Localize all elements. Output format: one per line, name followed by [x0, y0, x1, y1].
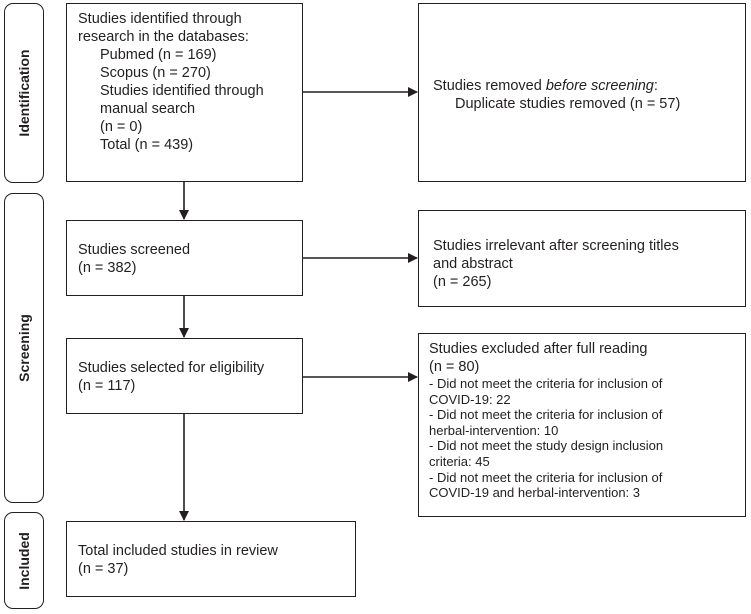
identified-studies-box: Studies identified through research in t… [66, 3, 303, 182]
irrelevant-studies-box: Studies irrelevant after screening title… [418, 210, 746, 307]
phase-included: Included [4, 512, 44, 609]
phase-screening: Screening [4, 193, 44, 503]
screened-count: (n = 382) [78, 260, 137, 276]
removed-heading-suffix: : [653, 78, 658, 94]
exclusion-reason-line: COVID-19 and herbal-intervention: 3 [429, 485, 641, 501]
screened-label: Studies screened [78, 242, 191, 258]
pubmed-count: Pubmed (n = 169) [100, 47, 217, 63]
removed-heading-italic: before screening [545, 78, 654, 94]
exclusion-reason-line: - Did not meet the study design inclusio… [429, 438, 664, 454]
removed-heading: Studies removed before screening: [433, 77, 745, 95]
exclusion-reason-line: - Did not meet the criteria for inclusio… [429, 376, 663, 391]
exclusion-reason-line: herbal-intervention: 10 [429, 422, 559, 438]
irrelevant-line2: and abstract [433, 256, 513, 272]
included-studies-box: Total included studies in review (n = 37… [66, 521, 356, 597]
eligibility-count: (n = 117) [78, 378, 136, 394]
eligibility-studies-box: Studies selected for eligibility (n = 11… [66, 338, 303, 414]
screened-studies-box: Studies screened (n = 382) [66, 220, 303, 296]
removed-studies-box: Studies removed before screening: Duplic… [418, 3, 746, 182]
included-count: (n = 37) [78, 561, 129, 577]
identified-heading-line1: Studies identified through [78, 11, 242, 27]
eligibility-label: Studies selected for eligibility [78, 360, 265, 376]
duplicates-removed: Duplicate studies removed (n = 57) [455, 96, 681, 112]
manual-search-count: (n = 0) [100, 119, 143, 135]
irrelevant-line1: Studies irrelevant after screening title… [433, 238, 679, 254]
manual-search-line2: manual search [100, 101, 196, 117]
exclusion-reason-line: COVID-19: 22 [429, 391, 511, 407]
included-label: Total included studies in review [78, 543, 278, 559]
scopus-count: Scopus (n = 270) [100, 65, 211, 81]
removed-heading-prefix: Studies removed [433, 78, 546, 94]
exclusion-reason-line: criteria: 45 [429, 453, 490, 469]
irrelevant-count: (n = 265) [433, 274, 492, 290]
exclusion-reason-line: - Did not meet the criteria for inclusio… [429, 469, 663, 485]
excluded-heading: Studies excluded after full reading [429, 341, 648, 357]
phase-identification: Identification [4, 3, 44, 183]
manual-search-line1: Studies identified through [100, 83, 264, 99]
exclusion-reason-line: - Did not meet the criteria for inclusio… [429, 407, 663, 423]
total-identified: Total (n = 439) [100, 137, 194, 153]
identified-heading-line2: research in the databases: [78, 29, 249, 45]
excluded-count: (n = 80) [429, 359, 480, 375]
excluded-studies-box: Studies excluded after full reading (n =… [418, 333, 746, 517]
